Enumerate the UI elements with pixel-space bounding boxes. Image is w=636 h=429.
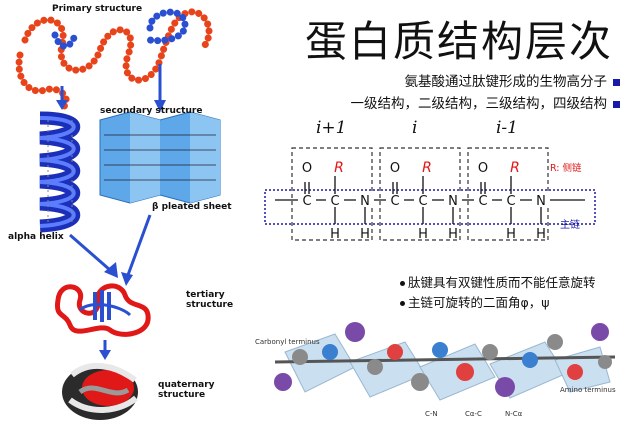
- secondary-structure-label: secondary structure: [100, 106, 203, 116]
- structure-levels-illustration: [15, 8, 221, 420]
- atom-N: N: [536, 194, 546, 209]
- model-right-label: Amino terminus: [560, 386, 616, 394]
- atom-H: H: [506, 227, 516, 242]
- beta-sheet-graphic: [99, 111, 221, 204]
- atom-O: O: [390, 161, 400, 176]
- tertiary-structure-graphic: [54, 283, 151, 337]
- atom-C: C: [390, 194, 399, 209]
- atom-C: C: [330, 194, 339, 209]
- atom-H: H: [448, 227, 458, 242]
- residue-index-i-plus-1: i+1: [316, 118, 347, 138]
- tertiary-structure-label: tertiary structure: [186, 290, 234, 310]
- residue-index-i-minus-1: i-1: [496, 118, 518, 138]
- atom-C: C: [418, 194, 427, 209]
- side-chain-R: R: [510, 160, 520, 176]
- bullet-2: 一级结构，二级结构，三级结构，四级结构: [350, 92, 620, 112]
- primary-structure-beads: [15, 8, 213, 114]
- note-1: 肽键具有双键性质而不能任意旋转: [400, 272, 596, 291]
- bullet-1: 氨基酸通过肽键形成的生物高分子: [404, 70, 620, 90]
- atom-O: O: [302, 161, 312, 176]
- alpha-helix-label: alpha helix: [8, 232, 64, 242]
- bullet-square-icon: [613, 78, 620, 86]
- bullet-dot-icon: [400, 281, 405, 286]
- atom-H: H: [536, 227, 546, 242]
- main-chain-label: 主链: [560, 220, 580, 231]
- atom-C: C: [478, 194, 487, 209]
- side-chain-R: R: [422, 160, 432, 176]
- alpha-helix-graphic: [39, 111, 80, 233]
- atom-H: H: [330, 227, 340, 242]
- quaternary-structure-label: quaternary structure: [158, 380, 215, 400]
- beta-sheet-label: β pleated sheet: [152, 202, 232, 212]
- atom-C: C: [506, 194, 515, 209]
- bullet-2-text: 一级结构，二级结构，三级结构，四级结构: [350, 96, 608, 112]
- page-title: 蛋白质结构层次: [305, 17, 614, 66]
- bullet-dot-icon: [400, 301, 405, 306]
- atom-H: H: [418, 227, 428, 242]
- side-chain-label: R: 侧链: [550, 163, 582, 174]
- bullet-1-text: 氨基酸通过肽键形成的生物高分子: [404, 74, 608, 90]
- quaternary-structure-graphic: [62, 362, 138, 420]
- note-2: 主链可旋转的二面角φ，ψ: [400, 292, 550, 311]
- residue-index-i: i: [412, 118, 418, 138]
- bullet-square-icon: [613, 100, 620, 108]
- main-chain-box: [264, 189, 596, 225]
- atom-C: C: [302, 194, 311, 209]
- model-bottom-label: Cα-C: [465, 410, 482, 418]
- peptide-ball-stick-model: Carbonyl terminus Amino terminus C-N Cα-…: [255, 322, 616, 418]
- atom-H: H: [360, 227, 370, 242]
- note-1-text: 肽键具有双键性质而不能任意旋转: [408, 275, 596, 290]
- atom-O: O: [478, 161, 488, 176]
- model-left-label: Carbonyl terminus: [255, 338, 320, 346]
- atom-N: N: [448, 194, 458, 209]
- model-bottom-label: N-Cα: [505, 410, 523, 418]
- note-2-text: 主链可旋转的二面角φ，ψ: [408, 295, 550, 310]
- model-bottom-label: C-N: [425, 410, 438, 418]
- peptide-chain-diagram: O O O C C N C C N C C N H H H H H H R R …: [264, 147, 596, 242]
- atom-N: N: [360, 194, 370, 209]
- side-chain-R: R: [334, 160, 344, 176]
- primary-structure-label: Primary structure: [52, 4, 143, 14]
